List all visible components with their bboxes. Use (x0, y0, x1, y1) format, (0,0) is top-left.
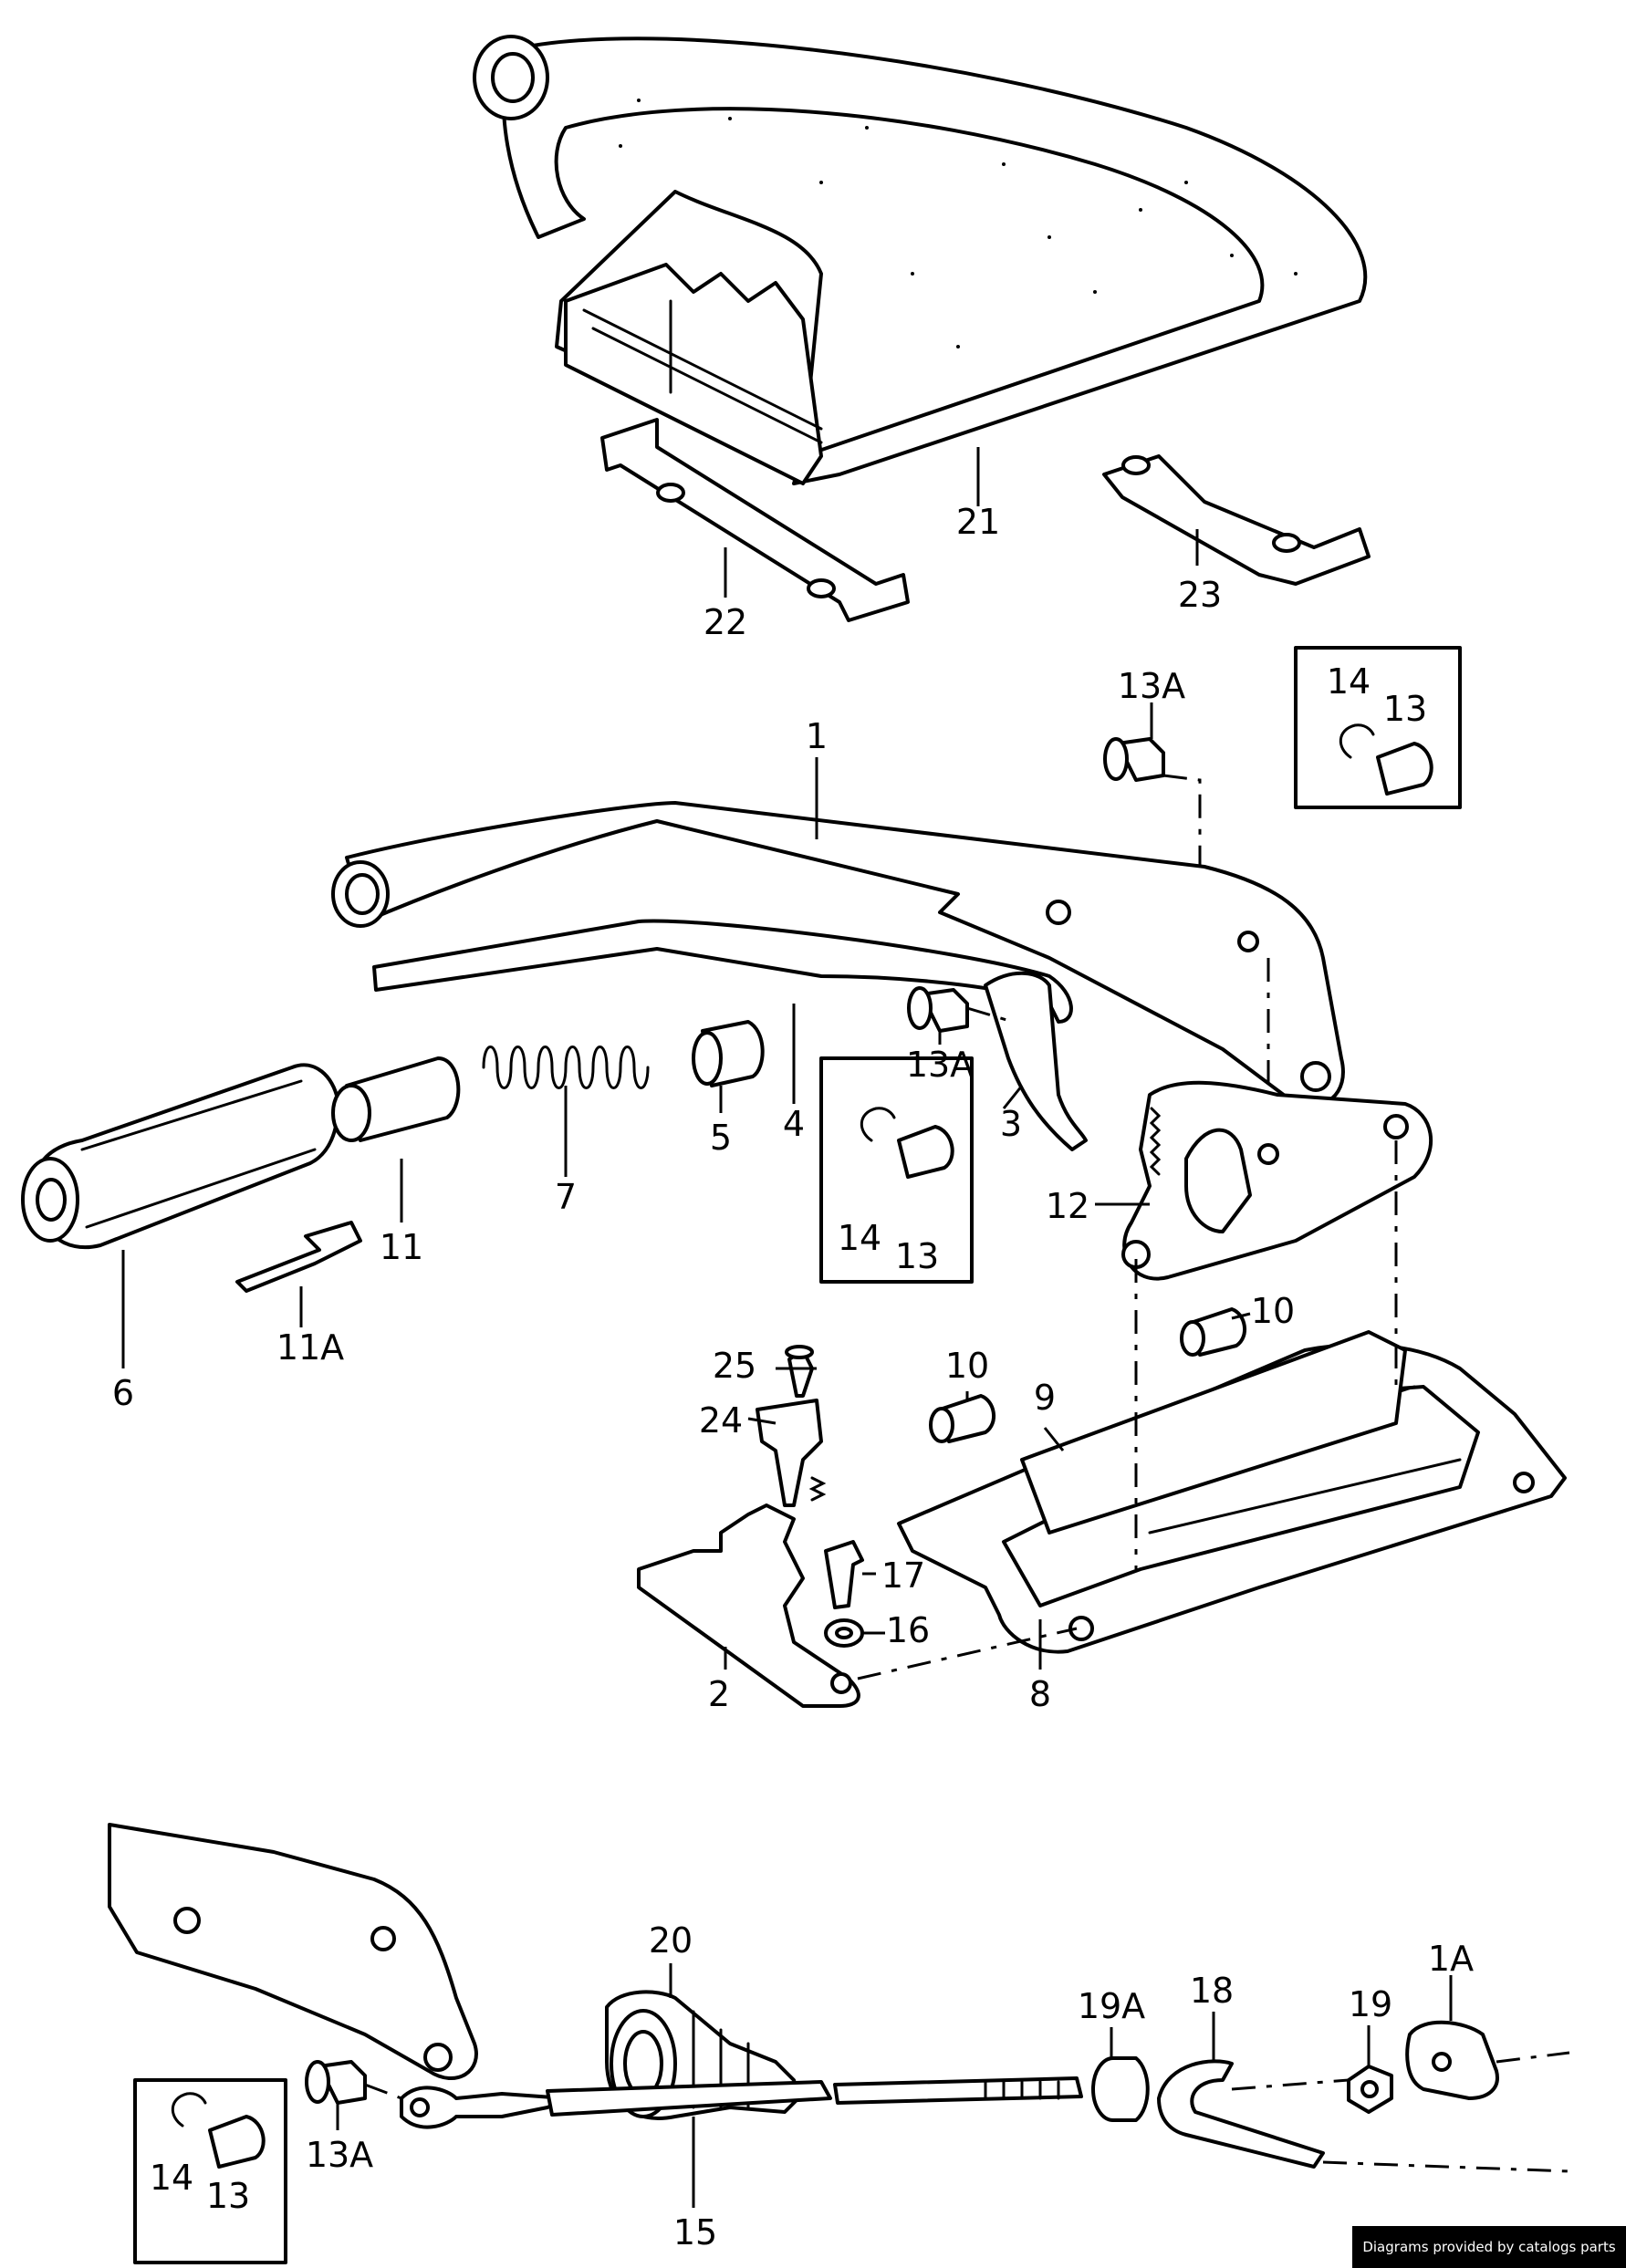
label-13-box1: 13 (1383, 689, 1427, 729)
label-14-box2: 14 (838, 1218, 881, 1258)
inset-box-2 (819, 1056, 974, 1284)
ratchet-segment-12 (1121, 1080, 1433, 1281)
sleeve-11 (331, 1056, 461, 1142)
label-19: 19 (1349, 1984, 1392, 2024)
cap-1A (1405, 2020, 1499, 2100)
part-labels: 1 1A 2 3 4 5 6 7 8 9 10 10 11 11A 12 13A… (112, 502, 1474, 2252)
washer-16 (824, 1618, 864, 1648)
bracket-2 (637, 1503, 860, 1708)
speckle-texture (619, 99, 1298, 349)
inset-box-1 (1294, 646, 1462, 809)
label-11A: 11A (276, 1327, 344, 1368)
label-22: 22 (704, 602, 747, 642)
label-17: 17 (881, 1555, 925, 1596)
bushing-5 (692, 1020, 765, 1087)
label-12: 12 (1046, 1186, 1089, 1226)
label-13-box3: 13 (206, 2176, 250, 2216)
label-16: 16 (886, 1610, 930, 1650)
label-20: 20 (649, 1920, 693, 1961)
pin-10a (929, 1394, 995, 1443)
label-13-box2: 13 (895, 1236, 939, 1276)
alignment-lines (364, 774, 1570, 2173)
bolt-17 (824, 1540, 864, 1609)
label-11: 11 (380, 1227, 423, 1267)
guide-9 (1020, 1330, 1407, 1535)
label-13A-bottom: 13A (306, 2135, 373, 2175)
leader-lines (121, 447, 1453, 2208)
switch-24 (756, 1399, 827, 1507)
boot-under-cover (564, 263, 823, 485)
cable-15 (400, 2076, 1083, 2129)
pin-13A-top (1103, 737, 1165, 782)
label-4: 4 (783, 1104, 805, 1144)
label-23: 23 (1178, 575, 1222, 615)
label-6: 6 (112, 1373, 134, 1413)
label-18: 18 (1190, 1971, 1234, 2011)
pin-13A-bottom (305, 2060, 367, 2105)
lever-detail-bottom (108, 1823, 478, 2081)
label-7: 7 (555, 1177, 577, 1217)
label-13A-mid: 13A (906, 1045, 974, 1085)
label-14-box3: 14 (150, 2158, 193, 2198)
inset-box-3 (133, 2078, 287, 2264)
armrest-cover-21 (473, 35, 1368, 485)
label-24: 24 (699, 1400, 743, 1441)
label-2: 2 (708, 1674, 730, 1714)
label-15: 15 (673, 2212, 717, 2252)
button-clip-11A (235, 1221, 362, 1293)
label-5: 5 (710, 1118, 732, 1158)
bracket-22 (600, 418, 910, 622)
label-9: 9 (1034, 1378, 1056, 1418)
label-14-box1: 14 (1327, 661, 1371, 702)
label-13A-top: 13A (1118, 666, 1185, 706)
spring-7 (482, 1046, 650, 1089)
pin-10b (1180, 1307, 1246, 1357)
clip-18 (1157, 2059, 1325, 2169)
screw-25 (785, 1345, 814, 1398)
label-25: 25 (713, 1346, 756, 1386)
pin-13A-mid (907, 986, 969, 1033)
label-1A: 1A (1428, 1939, 1474, 1979)
push-rod-4 (372, 919, 1073, 1024)
label-1: 1 (806, 716, 828, 756)
label-21: 21 (956, 502, 1000, 542)
label-10b: 10 (1251, 1291, 1295, 1331)
pawl-3 (984, 971, 1088, 1151)
label-10a: 10 (945, 1346, 989, 1386)
label-3: 3 (1000, 1104, 1022, 1144)
nut-19 (1347, 2065, 1393, 2114)
label-19A: 19A (1078, 1986, 1145, 2026)
handbrake-lever-1 (331, 801, 1345, 1108)
label-8: 8 (1029, 1674, 1051, 1714)
hand-grip-6 (21, 1063, 340, 1250)
nut-19A (1091, 2056, 1150, 2122)
bracket-23 (1102, 454, 1371, 586)
credits-footer: Diagrams provided by catalogs parts (1352, 2226, 1626, 2268)
